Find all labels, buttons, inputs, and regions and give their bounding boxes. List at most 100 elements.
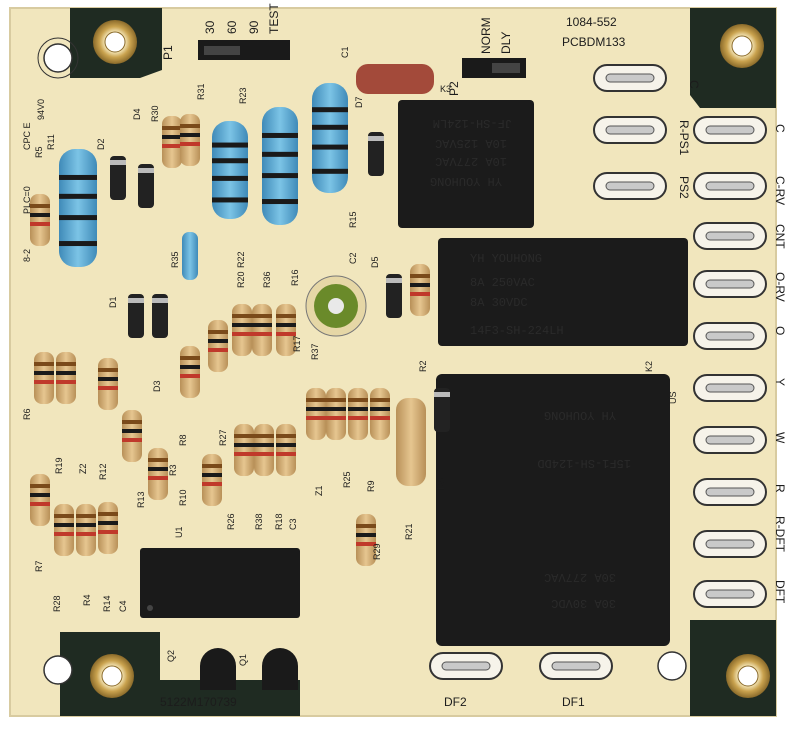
resistor [370, 388, 390, 440]
ref-r4: R4 [82, 594, 92, 606]
relay-k2: YH YOUHONG 8A 250VAC 8A 30VDC 14F3-SH-22… [438, 238, 688, 346]
spade-terminal [429, 652, 503, 680]
resistor [30, 474, 50, 526]
transistor-q2 [200, 648, 236, 690]
terminal-label-us: US [668, 391, 678, 404]
resistor [34, 352, 54, 404]
spade-terminal [693, 478, 767, 506]
diode [128, 294, 144, 338]
relay-k2-brand: YH YOUHONG [470, 252, 542, 266]
ref-d1: D1 [108, 296, 118, 308]
ref-r10: R10 [178, 489, 188, 506]
transistor-q1 [262, 648, 298, 690]
terminal-label-cnt: CNT [773, 224, 787, 249]
terminal-label-r-dft: R-DFT [773, 516, 787, 553]
terminal-label-dft: DFT [773, 580, 787, 604]
resistor [56, 352, 76, 404]
terminal-label-df1: DF1 [562, 695, 585, 709]
ref-u1: U1 [174, 526, 184, 538]
mark-plc: PLC=0 [22, 186, 32, 214]
ref-r8: R8 [178, 434, 188, 446]
ref-r15: R15 [348, 211, 358, 228]
terminal-label-y: Y [773, 378, 787, 386]
terminal-label-c: C [773, 124, 787, 133]
spade-terminal [693, 172, 767, 200]
p2-setting-dly: DLY [499, 32, 513, 54]
resistor [76, 504, 96, 556]
spade-terminal [693, 530, 767, 558]
ref-r2: R2 [418, 360, 428, 372]
resistor [234, 424, 254, 476]
resistor [98, 358, 118, 410]
spade-terminal [693, 426, 767, 454]
p1-setting-test: TEST [267, 3, 281, 34]
jumper-p2 [462, 58, 526, 78]
diode [110, 156, 126, 200]
resistor [348, 388, 368, 440]
relay-k3-brand: YH YOUHONG [430, 174, 502, 188]
relay-k1-rating-1: 30A 30VDC [551, 596, 616, 610]
ref-r29: R29 [372, 543, 382, 560]
resistor-r35 [182, 232, 198, 280]
resistor [54, 504, 74, 556]
ref-r7: R7 [34, 560, 44, 572]
ref-r5: R5 [34, 146, 44, 158]
spade-terminal [593, 116, 667, 144]
spade-terminal [693, 222, 767, 250]
ref-r21: R21 [404, 523, 414, 540]
ref-r27: R27 [218, 429, 228, 446]
resistor [30, 194, 50, 246]
p1-setting-90: 90 [247, 20, 261, 34]
resistors [30, 83, 450, 566]
ref-r22: R22 [236, 251, 246, 268]
ref-c1: C1 [340, 46, 350, 58]
terminal-tabs [429, 64, 767, 680]
ref-r11: R11 [46, 134, 56, 150]
resistor [410, 264, 430, 316]
terminal-label-r-ps1: R-PS1 [677, 120, 691, 156]
power-resistor [212, 121, 248, 219]
ref-c4: C4 [118, 600, 128, 612]
diode [368, 132, 384, 176]
resistor [180, 114, 200, 166]
ref-r3: R3 [168, 464, 178, 476]
resistor [276, 304, 296, 356]
ref-r23: R23 [238, 87, 248, 104]
spade-terminal [693, 322, 767, 350]
serial-number: 5122M170739 [160, 695, 237, 709]
spade-terminal [693, 580, 767, 608]
ref-r9: R9 [366, 480, 376, 492]
ref-d2: D2 [96, 138, 106, 150]
spade-terminal [693, 374, 767, 402]
resistor [208, 320, 228, 372]
ref-r28: R28 [52, 595, 62, 612]
ref-z2: Z2 [78, 463, 88, 474]
p1-setting-60: 60 [225, 20, 239, 34]
terminal-label-r: R [773, 484, 787, 493]
relay-k1-brand: YH YOUHONG [544, 408, 616, 422]
relay-k2-rating-2: 8A 30VDC [470, 296, 528, 310]
terminal-label-df2: DF2 [444, 695, 467, 709]
ref-c2: C2 [348, 252, 358, 264]
capacitor-c2 [305, 275, 367, 337]
resistor [162, 116, 182, 168]
ref-c3: C3 [288, 518, 298, 530]
p1-setting-30: 30 [203, 20, 217, 34]
ref-d3: D3 [152, 380, 162, 392]
spade-terminal [693, 270, 767, 298]
p2-label: P2 [447, 81, 461, 96]
relay-k1-rating-2: 30A 277VAC [544, 570, 616, 584]
ref-r30: R30 [150, 105, 160, 122]
ref-r18: R18 [274, 513, 284, 530]
resistor [180, 346, 200, 398]
ref-d6: D6 [436, 478, 446, 490]
spade-terminal [593, 172, 667, 200]
ref-z1: Z1 [314, 485, 324, 496]
part-number: 1084-552 [566, 15, 617, 29]
ref-q2: Q2 [166, 650, 176, 662]
power-resistor [312, 83, 348, 193]
ref-r19: R19 [54, 457, 64, 474]
ref-r17: R17 [292, 335, 302, 352]
mark-94v0: 94V0 [36, 99, 46, 120]
